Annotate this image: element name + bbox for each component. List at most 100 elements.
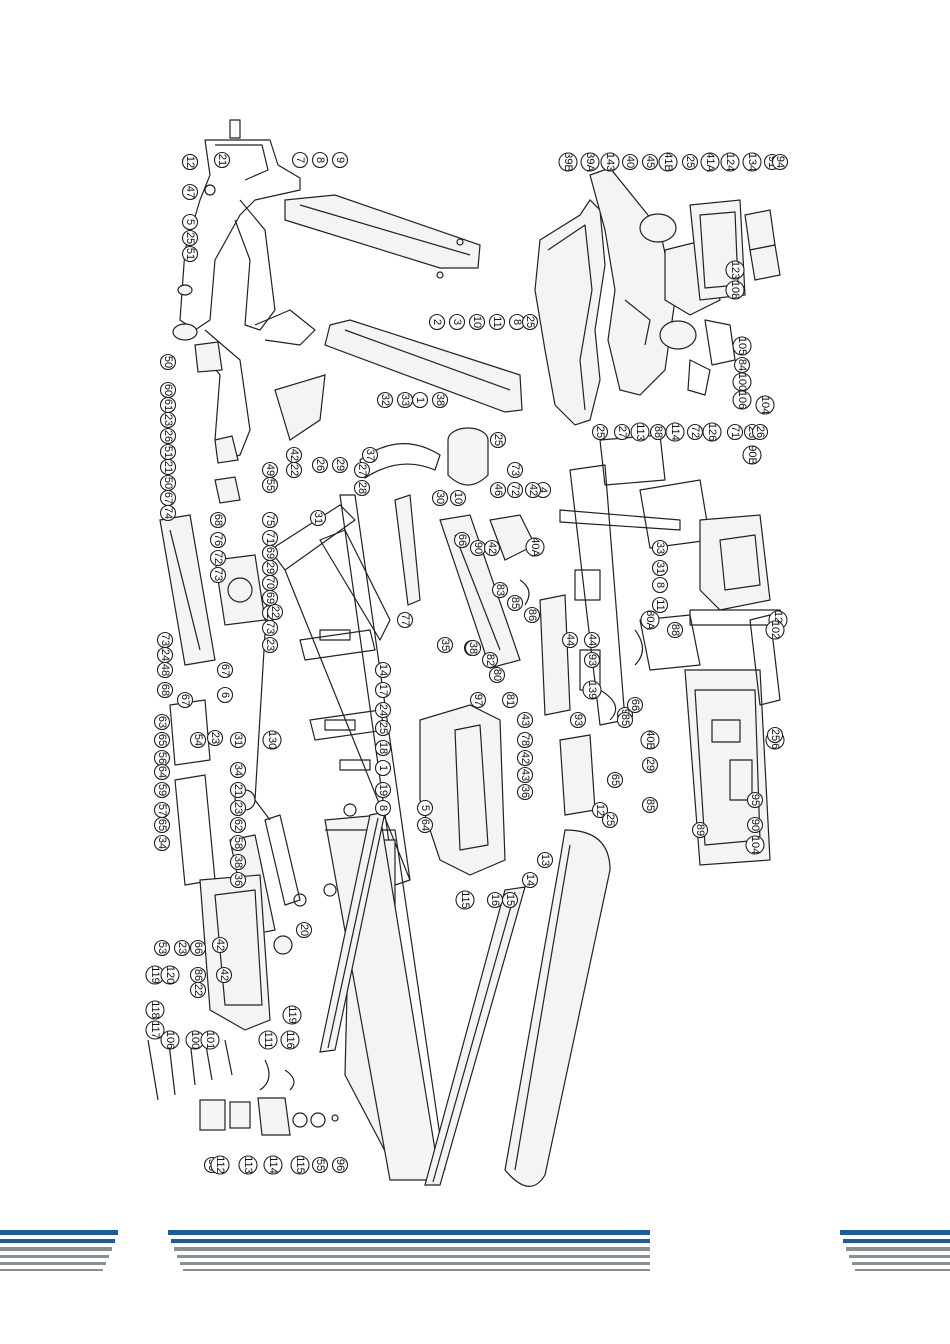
part-callout: 1 bbox=[374, 759, 392, 777]
part-callout: 48 bbox=[156, 661, 174, 679]
callout-circle bbox=[651, 596, 669, 614]
part-callout: 23 bbox=[261, 636, 279, 654]
callout-circle bbox=[331, 456, 349, 474]
callout-number: 31 bbox=[654, 562, 666, 574]
callout-circle bbox=[176, 691, 194, 709]
callout-number: 22 bbox=[269, 606, 281, 618]
callout-circle bbox=[641, 796, 659, 814]
part-callout: 94 bbox=[771, 153, 789, 171]
callout-number: 24 bbox=[159, 649, 171, 661]
callout-circle bbox=[601, 811, 619, 829]
callout-number: 72 bbox=[689, 426, 701, 438]
part-callout: 55 bbox=[311, 1156, 329, 1174]
callout-circle bbox=[374, 681, 392, 699]
callout-number: 65 bbox=[156, 734, 168, 746]
callout-circle bbox=[501, 891, 519, 909]
callout-circle bbox=[263, 1155, 283, 1175]
callout-number: 73 bbox=[212, 569, 224, 581]
callout-circle bbox=[159, 427, 177, 445]
callout-circle bbox=[666, 621, 684, 639]
callout-circle bbox=[311, 1156, 329, 1174]
callout-circle bbox=[261, 476, 279, 494]
part-callout: 25 bbox=[766, 726, 784, 744]
callout-circle bbox=[374, 759, 392, 777]
callout-circle bbox=[396, 611, 414, 629]
callout-number: 85 bbox=[644, 799, 656, 811]
running-belt bbox=[504, 829, 611, 1187]
part-callout: 77 bbox=[396, 611, 414, 629]
part-callout: 65 bbox=[606, 771, 624, 789]
callout-number: 8 bbox=[511, 319, 523, 325]
callout-circle bbox=[290, 1155, 310, 1175]
callout-circle bbox=[431, 391, 449, 409]
part-callout: 14 bbox=[374, 661, 392, 679]
callout-circle bbox=[153, 731, 171, 749]
part-callout: 12 bbox=[591, 801, 609, 819]
callout-number: 64 bbox=[156, 766, 168, 778]
callout-circle bbox=[506, 461, 524, 479]
callout-circle bbox=[561, 631, 579, 649]
callout-number: 124 bbox=[724, 153, 736, 171]
part-callout: 88 bbox=[649, 423, 667, 441]
part-callout: 115 bbox=[290, 1155, 310, 1175]
callout-circle bbox=[229, 731, 247, 749]
console-support-frame bbox=[539, 434, 786, 816]
callout-circle bbox=[468, 313, 486, 331]
callout-circle bbox=[641, 153, 659, 171]
callout-circle bbox=[725, 260, 745, 280]
part-callout: 42 bbox=[524, 481, 542, 499]
footer-stripe bbox=[177, 1255, 650, 1258]
side-rail-right bbox=[424, 886, 526, 1186]
part-callout: 104 bbox=[755, 395, 775, 415]
callout-number: 27 bbox=[356, 464, 368, 476]
part-callout: 65 bbox=[153, 731, 171, 749]
callout-number: 43 bbox=[519, 769, 531, 781]
callout-number: 11 bbox=[491, 316, 503, 327]
callout-number: 65 bbox=[609, 774, 621, 786]
part-callout: 115 bbox=[455, 890, 475, 910]
callout-number: 119 bbox=[149, 966, 161, 984]
part-callout: 108 bbox=[725, 280, 745, 300]
callout-number: 115 bbox=[294, 1156, 306, 1174]
part-callout: 106 bbox=[160, 1030, 180, 1050]
part-callout: 46 bbox=[489, 481, 507, 499]
callout-circle bbox=[449, 489, 467, 507]
part-callout: 105 bbox=[732, 336, 752, 356]
callout-circle bbox=[309, 509, 327, 527]
part-callout: 71 bbox=[726, 423, 744, 441]
callout-number: 4 bbox=[537, 487, 549, 493]
callout-number: 22 bbox=[288, 464, 300, 476]
callout-circle bbox=[665, 422, 685, 442]
callout-circle bbox=[746, 816, 764, 834]
callout-circle bbox=[651, 559, 669, 577]
footer-stripe bbox=[849, 1255, 950, 1258]
callout-circle bbox=[291, 151, 309, 169]
console-housing bbox=[534, 167, 781, 426]
callout-circle bbox=[229, 781, 247, 799]
callout-number: 120 bbox=[164, 966, 176, 984]
part-callout: 78 bbox=[516, 731, 534, 749]
part-callout: 25 bbox=[591, 423, 609, 441]
callout-number: 41A bbox=[704, 152, 716, 172]
part-callout: 21 bbox=[229, 781, 247, 799]
callout-number: 69 bbox=[264, 547, 276, 559]
callout-circle bbox=[156, 661, 174, 679]
part-callout: 90 bbox=[469, 539, 487, 557]
callout-number: 21 bbox=[216, 154, 228, 166]
footer-stripe bbox=[0, 1239, 115, 1243]
part-callout: 22 bbox=[285, 461, 303, 479]
callout-circle bbox=[481, 651, 499, 669]
part-callout: 75 bbox=[261, 511, 279, 529]
part-callout: 73 bbox=[209, 566, 227, 584]
callout-number: 102 bbox=[769, 621, 781, 639]
part-callout: 17 bbox=[374, 681, 392, 699]
part-callout: 38 bbox=[431, 391, 449, 409]
part-callout: 73 bbox=[506, 461, 524, 479]
callout-circle bbox=[374, 781, 392, 799]
callout-circle bbox=[742, 152, 762, 172]
part-callout: 68 bbox=[156, 681, 174, 699]
callout-number: 116 bbox=[284, 1031, 296, 1049]
part-callout: 43 bbox=[516, 766, 534, 784]
footer-stripe bbox=[0, 1262, 106, 1265]
callout-circle bbox=[524, 481, 542, 499]
